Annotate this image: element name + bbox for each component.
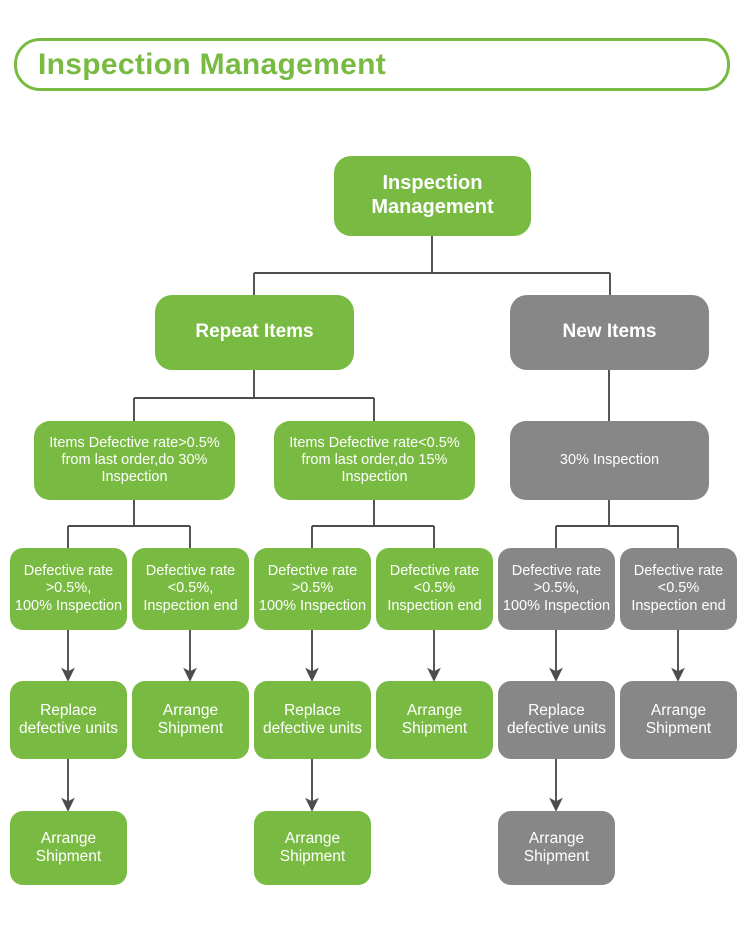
node-label: Defective rate <0.5% Inspection end <box>380 563 489 614</box>
node-label-line1: Defective rate <box>633 563 724 580</box>
node-label-line2: from last order,do 30% <box>61 451 208 468</box>
node-label-line2: from last order,do 15% <box>301 451 448 468</box>
node-label: Arrange Shipment <box>624 702 733 739</box>
node-action-shipment-2[interactable]: Arrange Shipment <box>376 681 493 759</box>
node-label-line3: 100% Inspection <box>14 597 123 614</box>
page-title: Inspection Management <box>38 47 387 81</box>
node-label: Defective rate <0.5%, Inspection end <box>136 563 245 614</box>
node-label: Arrange Shipment <box>380 702 489 739</box>
node-rule-repeat-low-defect[interactable]: Items Defective rate<0.5% from last orde… <box>274 421 475 500</box>
node-label-line1: Defective rate <box>267 563 358 580</box>
node-label: Defective rate >0.5% 100% Inspection <box>258 563 367 614</box>
node-label-line2: Shipment <box>35 848 102 865</box>
node-label: Replace defective units <box>14 702 123 739</box>
node-label-line1: Replace <box>40 701 97 719</box>
node-label-line1: Defective rate <box>511 563 602 580</box>
node-label-line1: Arrange <box>40 829 97 847</box>
node-label-line1: Defective rate <box>389 563 480 580</box>
node-action-replace-1[interactable]: Replace defective units <box>10 681 127 759</box>
node-inspection-management[interactable]: Inspection Management <box>334 156 531 236</box>
node-label-line2: Shipment <box>157 720 224 737</box>
node-label-line3: Inspection <box>101 469 168 486</box>
node-label-line2: >0.5% <box>291 580 334 597</box>
node-decision-1[interactable]: Defective rate >0.5%, 100% Inspection <box>10 548 127 630</box>
node-label-line3: Inspection end <box>387 597 482 614</box>
node-label-line2: Shipment <box>645 720 712 737</box>
node-label-line2: defective units <box>262 720 363 737</box>
node-label-line3: Inspection end <box>631 597 726 614</box>
node-label-line3: Inspection <box>341 469 408 486</box>
edge-rule1-to-decisions <box>67 500 191 548</box>
node-decision-2[interactable]: Defective rate <0.5%, Inspection end <box>132 548 249 630</box>
node-label-line1: Inspection <box>382 172 483 195</box>
node-final-shipment-3[interactable]: Arrange Shipment <box>498 811 615 885</box>
page-header-banner: Inspection Management <box>14 38 730 91</box>
node-label-line1: Defective rate <box>23 563 114 580</box>
node-label: Arrange Shipment <box>502 830 611 867</box>
node-decision-5[interactable]: Defective rate >0.5%, 100% Inspection <box>498 548 615 630</box>
node-label-line1: Arrange <box>406 701 463 719</box>
node-label-line1: Arrange <box>284 829 341 847</box>
node-rule-repeat-high-defect[interactable]: Items Defective rate>0.5% from last orde… <box>34 421 235 500</box>
node-label-line2: >0.5%, <box>45 580 92 597</box>
node-action-shipment-1[interactable]: Arrange Shipment <box>132 681 249 759</box>
node-label-line3: 100% Inspection <box>502 597 611 614</box>
edge-rule2-to-decisions <box>311 500 435 548</box>
node-action-replace-2[interactable]: Replace defective units <box>254 681 371 759</box>
node-repeat-items[interactable]: Repeat Items <box>155 295 354 370</box>
node-label-line3: 100% Inspection <box>258 597 367 614</box>
node-label: Arrange Shipment <box>14 830 123 867</box>
node-label: Arrange Shipment <box>136 702 245 739</box>
node-label-line2: <0.5%, <box>167 580 214 597</box>
node-label-line2: Shipment <box>279 848 346 865</box>
node-decision-4[interactable]: Defective rate <0.5% Inspection end <box>376 548 493 630</box>
node-decision-6[interactable]: Defective rate <0.5% Inspection end <box>620 548 737 630</box>
node-new-items[interactable]: New Items <box>510 295 709 370</box>
edge-root-to-branches <box>253 236 611 295</box>
node-label: Defective rate >0.5%, 100% Inspection <box>502 563 611 614</box>
node-label: Items Defective rate<0.5% from last orde… <box>278 435 471 486</box>
node-label-line1: Items Defective rate>0.5% <box>49 434 220 451</box>
node-final-shipment-2[interactable]: Arrange Shipment <box>254 811 371 885</box>
node-label-line2: defective units <box>18 720 119 737</box>
node-label-line1: Replace <box>284 701 341 719</box>
node-label: Arrange Shipment <box>258 830 367 867</box>
node-label-line1: Items Defective rate<0.5% <box>289 434 460 451</box>
node-label-line3: Inspection end <box>143 597 238 614</box>
node-label: Inspection Management <box>338 172 527 219</box>
node-label-line1: Arrange <box>162 701 219 719</box>
node-label: Repeat Items <box>195 321 314 343</box>
edge-rule3-to-decisions <box>555 500 679 548</box>
node-label-line1: Defective rate <box>145 563 236 580</box>
node-final-shipment-1[interactable]: Arrange Shipment <box>10 811 127 885</box>
node-label-line2: Shipment <box>523 848 590 865</box>
node-label-line1: Replace <box>528 701 585 719</box>
node-label-line2: >0.5%, <box>533 580 580 597</box>
node-decision-3[interactable]: Defective rate >0.5% 100% Inspection <box>254 548 371 630</box>
node-label: Replace defective units <box>502 702 611 739</box>
node-label-line2: Shipment <box>401 720 468 737</box>
node-action-replace-3[interactable]: Replace defective units <box>498 681 615 759</box>
node-label: New Items <box>562 321 657 343</box>
node-label: Items Defective rate>0.5% from last orde… <box>38 435 231 486</box>
node-label: 30% Inspection <box>559 451 660 468</box>
node-label-line2: defective units <box>506 720 607 737</box>
node-label-line2: <0.5% <box>657 580 700 597</box>
node-rule-new-30-percent[interactable]: 30% Inspection <box>510 421 709 500</box>
edge-repeat-to-rules <box>133 370 375 421</box>
node-label-line1: Arrange <box>650 701 707 719</box>
node-label: Defective rate <0.5% Inspection end <box>624 563 733 614</box>
node-label-line2: Management <box>371 196 494 218</box>
node-label-line2: <0.5% <box>413 580 456 597</box>
node-label: Replace defective units <box>258 702 367 739</box>
node-action-shipment-3[interactable]: Arrange Shipment <box>620 681 737 759</box>
node-label-line1: Arrange <box>528 829 585 847</box>
node-label: Defective rate >0.5%, 100% Inspection <box>14 563 123 614</box>
